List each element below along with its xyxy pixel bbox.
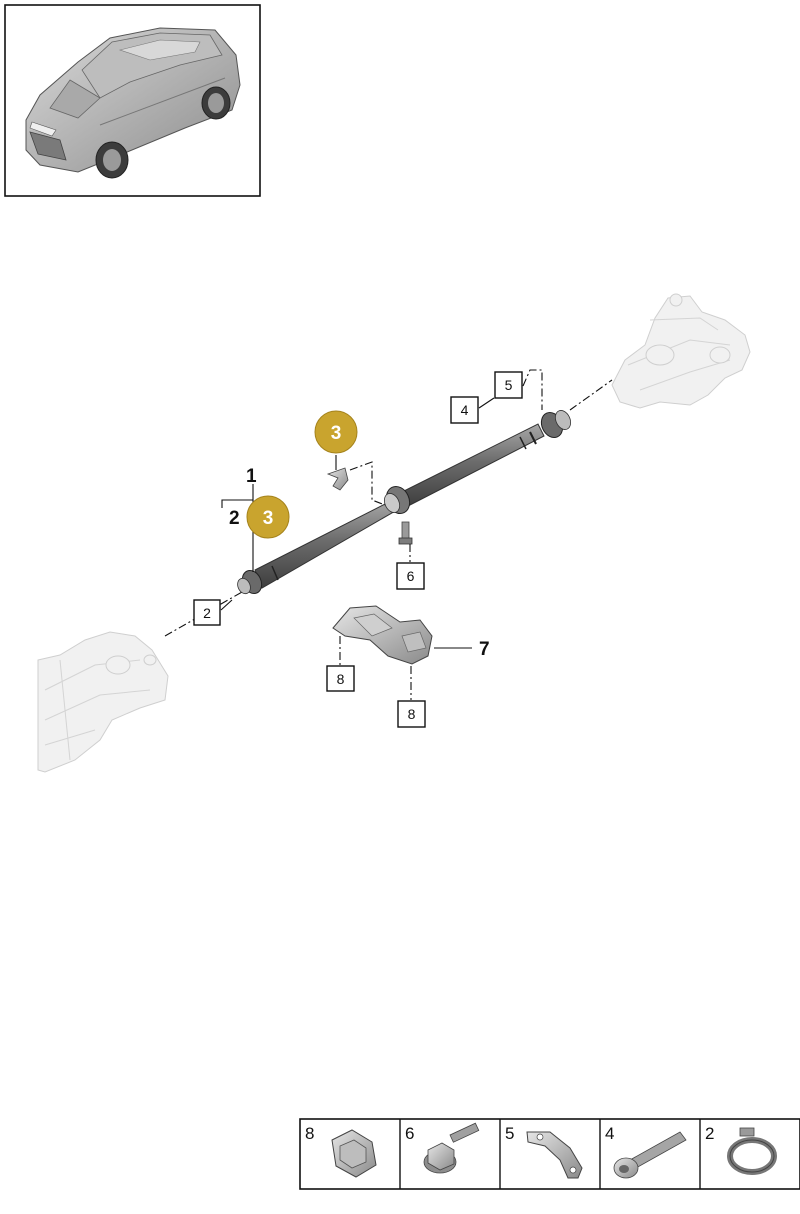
svg-text:2: 2 bbox=[203, 605, 211, 621]
support-bracket-part[interactable] bbox=[332, 605, 433, 665]
callout-7: 7 bbox=[479, 639, 490, 660]
leader-1 bbox=[221, 484, 254, 508]
svg-text:6: 6 bbox=[405, 1124, 414, 1143]
callout-box-2[interactable]: 2 bbox=[193, 599, 221, 626]
bearing-clip-part[interactable] bbox=[326, 467, 349, 491]
propeller-shaft[interactable] bbox=[235, 408, 573, 597]
svg-text:5: 5 bbox=[505, 1124, 514, 1143]
svg-text:8: 8 bbox=[337, 671, 345, 687]
legend-cell-2[interactable]: 2 bbox=[705, 1124, 777, 1175]
callout-2: 2 bbox=[229, 508, 240, 529]
leader-3-clip bbox=[349, 461, 386, 506]
leader-5 bbox=[522, 369, 543, 410]
callout-box-4[interactable]: 4 bbox=[450, 396, 479, 424]
leader-4 bbox=[478, 397, 495, 409]
transmission-ghost bbox=[37, 631, 169, 773]
svg-text:2: 2 bbox=[705, 1124, 714, 1143]
svg-text:8: 8 bbox=[408, 706, 416, 722]
bolt-part-6[interactable] bbox=[398, 521, 413, 545]
callout-3-gold-top[interactable]: 3 bbox=[314, 410, 358, 454]
svg-text:6: 6 bbox=[407, 568, 415, 584]
callout-1: 1 bbox=[246, 466, 257, 487]
nut-icon bbox=[331, 1129, 377, 1178]
svg-text:4: 4 bbox=[461, 402, 469, 418]
svg-text:4: 4 bbox=[605, 1124, 614, 1143]
callout-box-8-left[interactable]: 8 bbox=[326, 665, 355, 692]
svg-text:3: 3 bbox=[331, 423, 342, 444]
svg-text:8: 8 bbox=[305, 1124, 314, 1143]
axis-line-rear bbox=[569, 379, 613, 411]
leader-2-box bbox=[220, 599, 233, 611]
svg-text:3: 3 bbox=[263, 508, 274, 529]
legend-cell-6[interactable]: 6 bbox=[405, 1122, 480, 1174]
rear-differential-ghost bbox=[611, 293, 751, 409]
callout-box-5[interactable]: 5 bbox=[494, 371, 523, 399]
socket-bolt-icon bbox=[613, 1131, 687, 1179]
fastener-legend: 8 6 5 4 bbox=[299, 1118, 800, 1190]
svg-text:5: 5 bbox=[505, 377, 513, 393]
flange-bolt-icon bbox=[423, 1122, 480, 1174]
callout-box-8-bottom[interactable]: 8 bbox=[397, 700, 426, 728]
hose-clamp-icon bbox=[727, 1127, 777, 1175]
lock-plate-icon bbox=[526, 1131, 583, 1179]
legend-cell-5[interactable]: 5 bbox=[505, 1124, 583, 1179]
callout-box-6[interactable]: 6 bbox=[396, 562, 425, 590]
legend-cell-8[interactable]: 8 bbox=[305, 1124, 377, 1178]
vehicle-thumbnail bbox=[4, 4, 261, 197]
suv-vehicle-icon bbox=[25, 27, 241, 179]
callout-3-gold-mid[interactable]: 3 bbox=[246, 495, 290, 539]
legend-cell-4[interactable]: 4 bbox=[605, 1124, 687, 1179]
